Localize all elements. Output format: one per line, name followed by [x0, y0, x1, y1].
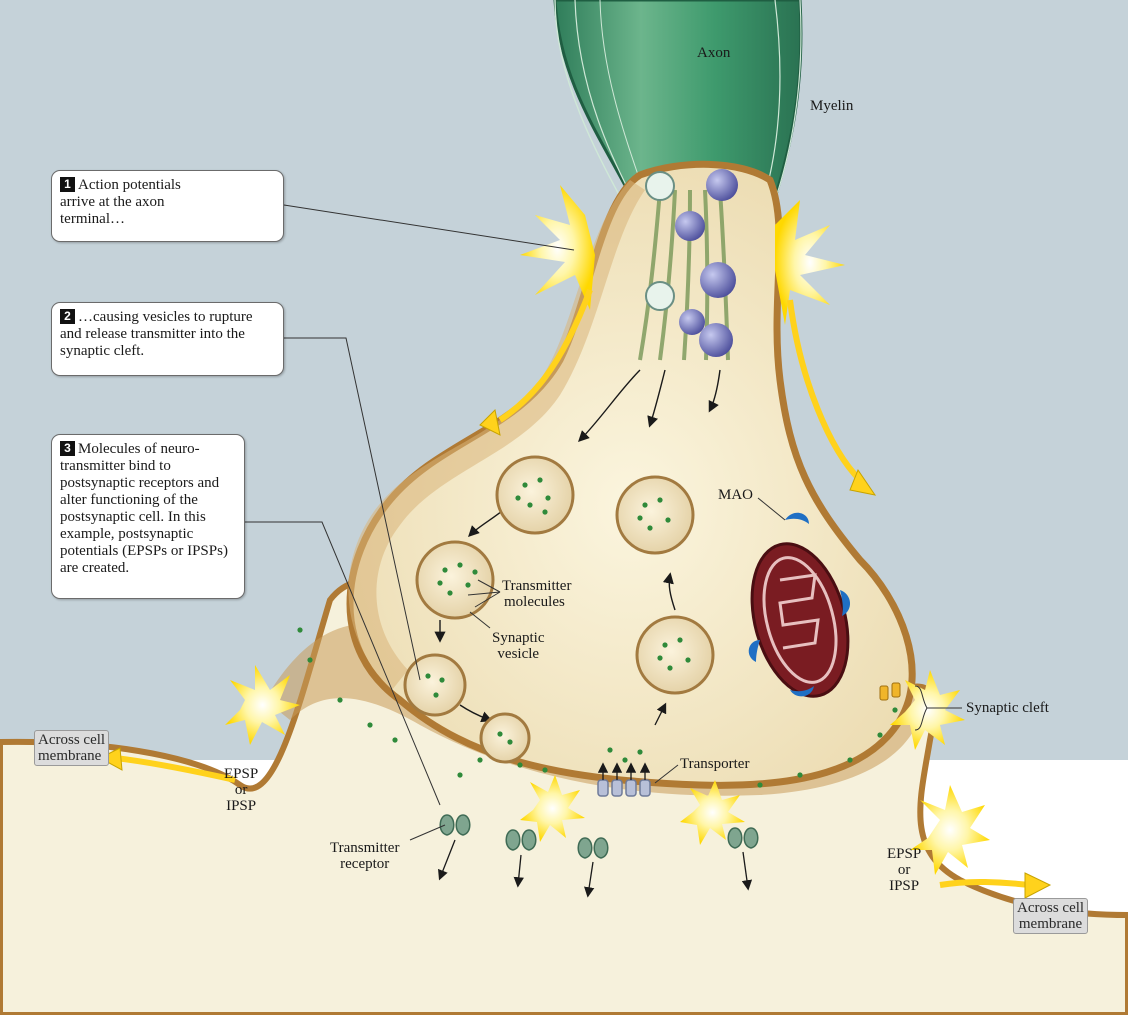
synaptic-vesicle [637, 617, 713, 693]
callout-3-body: Molecules of neuro-transmitter bind to p… [60, 441, 228, 576]
organelle [679, 309, 705, 335]
epsp-right-line1: EPSP [887, 846, 921, 862]
synaptic-cleft-label: Synaptic cleft [966, 700, 1049, 716]
across-cell-membrane-right-label: Across cell membrane [1013, 898, 1088, 934]
epsp-ipsp-right-label: EPSP or IPSP [887, 846, 921, 894]
synaptic-vesicle [417, 542, 493, 618]
epsp-right-line2: or [887, 862, 921, 878]
organelle [706, 169, 738, 201]
organelle [700, 262, 736, 298]
step-number-2: 2 [60, 309, 75, 324]
mao-label: MAO [718, 487, 753, 503]
epsp-left-line3: IPSP [224, 798, 258, 814]
epsp-ipsp-left-label: EPSP or IPSP [224, 766, 258, 814]
transmitter-receptor-label-line1: Transmitter [330, 840, 399, 856]
epsp-left-line1: EPSP [224, 766, 258, 782]
across-left-line1: Across cell [38, 732, 105, 748]
epsp-left-line2: or [224, 782, 258, 798]
synaptic-vesicle-label-line1: Synaptic [492, 630, 545, 646]
synaptic-vesicle [617, 477, 693, 553]
across-right-line1: Across cell [1017, 900, 1084, 916]
small-vesicle [646, 172, 674, 200]
small-vesicle [646, 282, 674, 310]
synaptic-vesicle [497, 457, 573, 533]
step-number-1: 1 [60, 177, 75, 192]
fusing-vesicle [405, 655, 465, 715]
transmitter-molecules-label-line2: molecules [502, 594, 571, 610]
across-left-line2: membrane [38, 748, 105, 764]
transmitter-receptor-label-line2: receptor [330, 856, 399, 872]
transmitter-receptor-label: Transmitter receptor [330, 840, 399, 872]
transmitter-molecules-label: Transmitter molecules [502, 578, 571, 610]
step-number-3: 3 [60, 441, 75, 456]
across-right-line2: membrane [1017, 916, 1084, 932]
synaptic-vesicle-label-line2: vesicle [492, 646, 545, 662]
organelle [675, 211, 705, 241]
fusing-vesicle [481, 714, 529, 762]
transmitter-molecules-label-line1: Transmitter [502, 578, 571, 594]
axon-label: Axon [697, 45, 730, 61]
callout-2-body: …causing vesicles to rupture and release… [60, 309, 253, 359]
callout-1-body: Action potentials arrive at the axon ter… [60, 177, 181, 227]
myelin-label: Myelin [810, 98, 853, 114]
synaptic-vesicle-label: Synaptic vesicle [492, 630, 545, 662]
callout-2: 2…causing vesicles to rupture and releas… [51, 302, 284, 376]
across-cell-membrane-left-label: Across cell membrane [34, 730, 109, 766]
epsp-right-line3: IPSP [887, 878, 921, 894]
transporter-label: Transporter [680, 756, 749, 772]
organelle [699, 323, 733, 357]
